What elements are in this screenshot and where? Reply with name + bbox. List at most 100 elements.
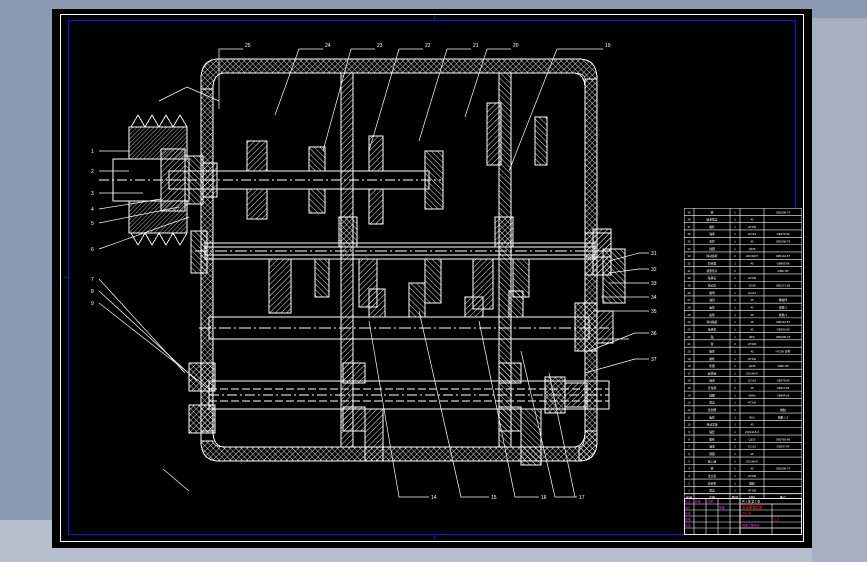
bom-cell: 齿轮轴 [708,371,717,375]
svg-text:21: 21 [473,43,479,49]
bom-cell: 1 [734,459,736,463]
bom-cell: 1 [734,393,736,397]
shaft-output-assembly [199,282,614,352]
svg-text:36: 36 [651,331,657,337]
bom-cell: 1 [734,210,736,214]
bom-cell: HT200 铸件 [776,349,791,353]
bom-cell: 数量 [732,495,739,500]
title-block-cell: 制图 [685,517,691,522]
bom-cell: 2 [734,342,736,346]
bom-cell: 调整垫片 [706,269,717,273]
bom-cell: 5 [688,459,690,463]
bom-cell: 1 [734,247,736,251]
bom-cell: GB1096-79 [776,210,791,214]
bom-cell: HT150 [748,357,757,361]
bom-cell: 9 [688,430,690,434]
bom-cell: 端盖 [709,489,715,493]
bom-cell: 套筒 [709,240,715,244]
shaft-lower-assembly [188,362,610,466]
leader-lines-bottom [162,310,577,498]
bom-cell: 挡圈 [709,393,715,397]
bom-cell: 输入轴 [708,459,717,463]
svg-text:6: 6 [91,247,94,253]
svg-text:23: 23 [377,43,383,49]
bom-cell: ZQSn6-6-3 [745,430,759,434]
bom-cell: GB1171-89 [776,284,791,288]
cad-drawing-canvas[interactable]: 25 24 23 22 21 20 19 1 [69,21,795,534]
bom-cell: GB276-89 [777,379,790,383]
bom-cell: 1 [734,467,736,471]
bom-cell: 1 [734,371,736,375]
bom-cell: 同步器 [708,262,717,266]
svg-text:3: 3 [91,191,94,197]
bom-cell: 备注 [780,495,787,500]
title-block-cell: 重量 [719,505,725,510]
bom-cell: 45 [750,262,754,266]
bom-cell: 轴套 [709,430,715,434]
bom-cell: 36 [687,232,691,236]
bom-cell: 模数 2.5 [778,415,789,419]
bom-cell: 1 [688,489,690,493]
bom-cell: 1 [734,335,736,339]
bom-cell: 轴承 [709,232,715,236]
bom-cell: 38 [687,218,691,222]
bom-cell: 螺母 [709,291,715,295]
bom-cell: 45 [750,298,754,302]
bom-cell: 橡胶件 [779,298,788,302]
svg-text:4: 4 [91,207,94,213]
bom-cell: 20CrMnTi [746,371,759,375]
input-spline-teeth [99,114,197,246]
bom-cell: 1 [734,320,736,324]
bom-cell: 1 [734,430,736,434]
bom-cell: 轴承盖 [708,276,717,280]
bom-cell: 40Cr [749,335,755,339]
bom-cell: GB97-85 [777,269,789,273]
bom-cell: 2 [734,364,736,368]
bom-cell: Q235 [749,364,756,368]
svg-text:35: 35 [651,309,657,315]
bom-cell: 29 [687,284,691,288]
bom-cell: GB1096-79 [776,467,791,471]
bom-cell: 滑动轴套 [706,320,717,324]
bom-cell: 序号 [686,495,692,500]
leader-labels-left: 1 2 3 4 5 6 7 8 9 [91,149,94,307]
bom-cell: 油封 [709,298,715,302]
bom-cell: 隔圈 [709,452,715,456]
bom-cell: 材料 [749,495,756,500]
bom-cell: HT150 [748,489,757,493]
bom-cell: 24 [687,320,691,324]
bom-cell: 1 [734,240,736,244]
bom-cell: 31 [687,269,691,273]
bom-cell: 12 [687,408,691,412]
bom-cell: GB1144-87 [776,320,791,324]
bom-cell: 33 [687,254,691,258]
bom-cell: 32 [687,262,691,266]
svg-text:15: 15 [491,495,497,501]
bom-cell: 模数 2 [779,305,787,309]
leader-labels-top: 25 24 23 22 21 20 19 [245,43,611,49]
svg-text:14: 14 [431,495,437,501]
bom-cell: 轴承套 [708,327,717,331]
bom-cell: 45 [750,349,754,353]
title-block-cell: 变速器装配图 [742,505,763,510]
bom-cell: 箱体 [709,349,715,353]
title-block-cell: 共 1 张 第 1 张 [742,500,760,504]
bom-cell: 40Cr [749,415,755,419]
bom-cell: 定位销 [708,386,717,390]
bom-cell: 轴承 [709,445,715,449]
bom-cell: GB117-86 [777,386,790,390]
bom-cell: GB290-89 [777,327,790,331]
bom-cell: GB97-85 [777,364,789,368]
bom-cell: 密封圈 [708,408,717,412]
bom-cell: 18 [687,364,691,368]
bom-cell: 65Mn [749,393,756,397]
title-block-cell: 批准 [685,523,691,528]
bom-cell: HT150 [748,225,757,229]
bom-cell: 1 [734,408,736,412]
svg-text:17: 17 [579,495,585,501]
bom-cell: 1 [734,276,736,280]
bom-cell: ZG45 [749,284,756,288]
